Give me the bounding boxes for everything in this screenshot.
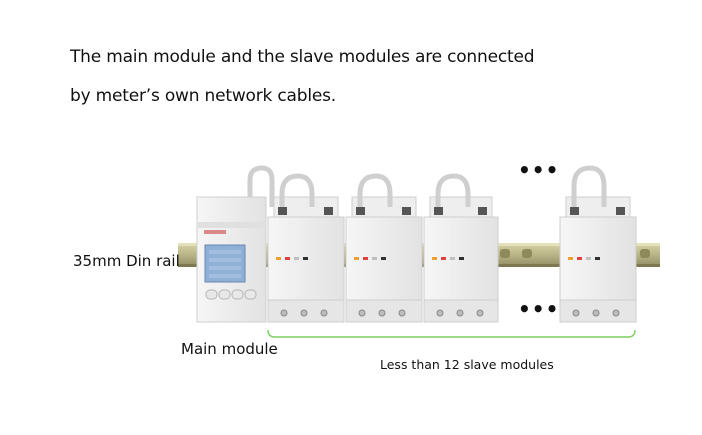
- slave-range-brace: [267, 329, 636, 338]
- status-led: [372, 257, 377, 260]
- status-led: [294, 257, 299, 260]
- din-rail-label: 35mm Din rail: [73, 252, 180, 270]
- caption-line-2: by meter’s own network cables.: [70, 86, 336, 106]
- slave-module: [345, 173, 423, 323]
- status-led: [276, 257, 281, 260]
- status-led: [595, 257, 600, 260]
- status-led: [432, 257, 437, 260]
- slave-modules: [247, 165, 637, 323]
- main-module: [196, 196, 267, 323]
- network-cable: [435, 173, 471, 207]
- slave-module: [267, 173, 345, 323]
- network-cable: [247, 165, 275, 207]
- ellipsis-top: •••: [518, 158, 560, 182]
- network-cable: [571, 165, 607, 207]
- status-led: [303, 257, 308, 260]
- status-led: [285, 257, 290, 260]
- status-led: [577, 257, 582, 260]
- slave-module: [559, 165, 637, 323]
- slave-count-label: Less than 12 slave modules: [380, 357, 554, 372]
- status-led: [381, 257, 386, 260]
- ellipsis-bottom: •••: [518, 297, 560, 321]
- slave-module: [423, 173, 499, 323]
- network-cable: [279, 173, 315, 207]
- status-led: [363, 257, 368, 260]
- main-module-label: Main module: [181, 340, 278, 358]
- keypad: [205, 289, 257, 300]
- status-led: [586, 257, 591, 260]
- network-cable: [357, 173, 393, 207]
- status-led: [568, 257, 573, 260]
- status-led: [459, 257, 464, 260]
- status-led: [450, 257, 455, 260]
- status-led: [354, 257, 359, 260]
- status-led: [441, 257, 446, 260]
- caption-line-1: The main module and the slave modules ar…: [70, 47, 535, 67]
